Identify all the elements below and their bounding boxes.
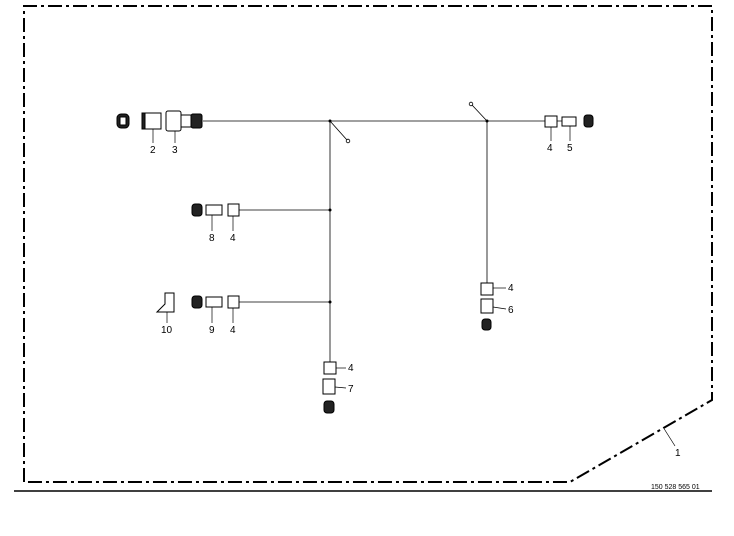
connector-group-4-6 (480, 282, 494, 331)
connector-group-2-3 (116, 110, 203, 132)
callout-3: 3 (172, 145, 178, 156)
connector-group-4-7 (322, 361, 337, 414)
boundary-outline (23, 5, 713, 483)
callout-9: 9 (209, 325, 215, 336)
callout-4: 4 (547, 143, 553, 154)
connector-group-8-4 (191, 203, 240, 217)
wires (203, 101, 575, 362)
splice-points (328, 119, 489, 304)
connector-group-4-5 (544, 114, 594, 128)
callout-4: 4 (230, 325, 236, 336)
callout-5: 5 (567, 143, 573, 154)
drawing-number: 150 528 565 01 (651, 484, 700, 491)
leader-lines (152, 126, 676, 447)
callout-10: 10 (161, 325, 173, 336)
callout-1: 1 (675, 448, 681, 459)
callout-4: 4 (508, 283, 514, 294)
callout-6: 6 (508, 305, 514, 316)
connector-group-10-9-4 (155, 292, 240, 313)
callout-4: 4 (348, 363, 354, 374)
callout-8: 8 (209, 233, 215, 244)
callout-4: 4 (230, 233, 236, 244)
callout-2: 2 (150, 145, 156, 156)
callout-7: 7 (348, 384, 354, 395)
